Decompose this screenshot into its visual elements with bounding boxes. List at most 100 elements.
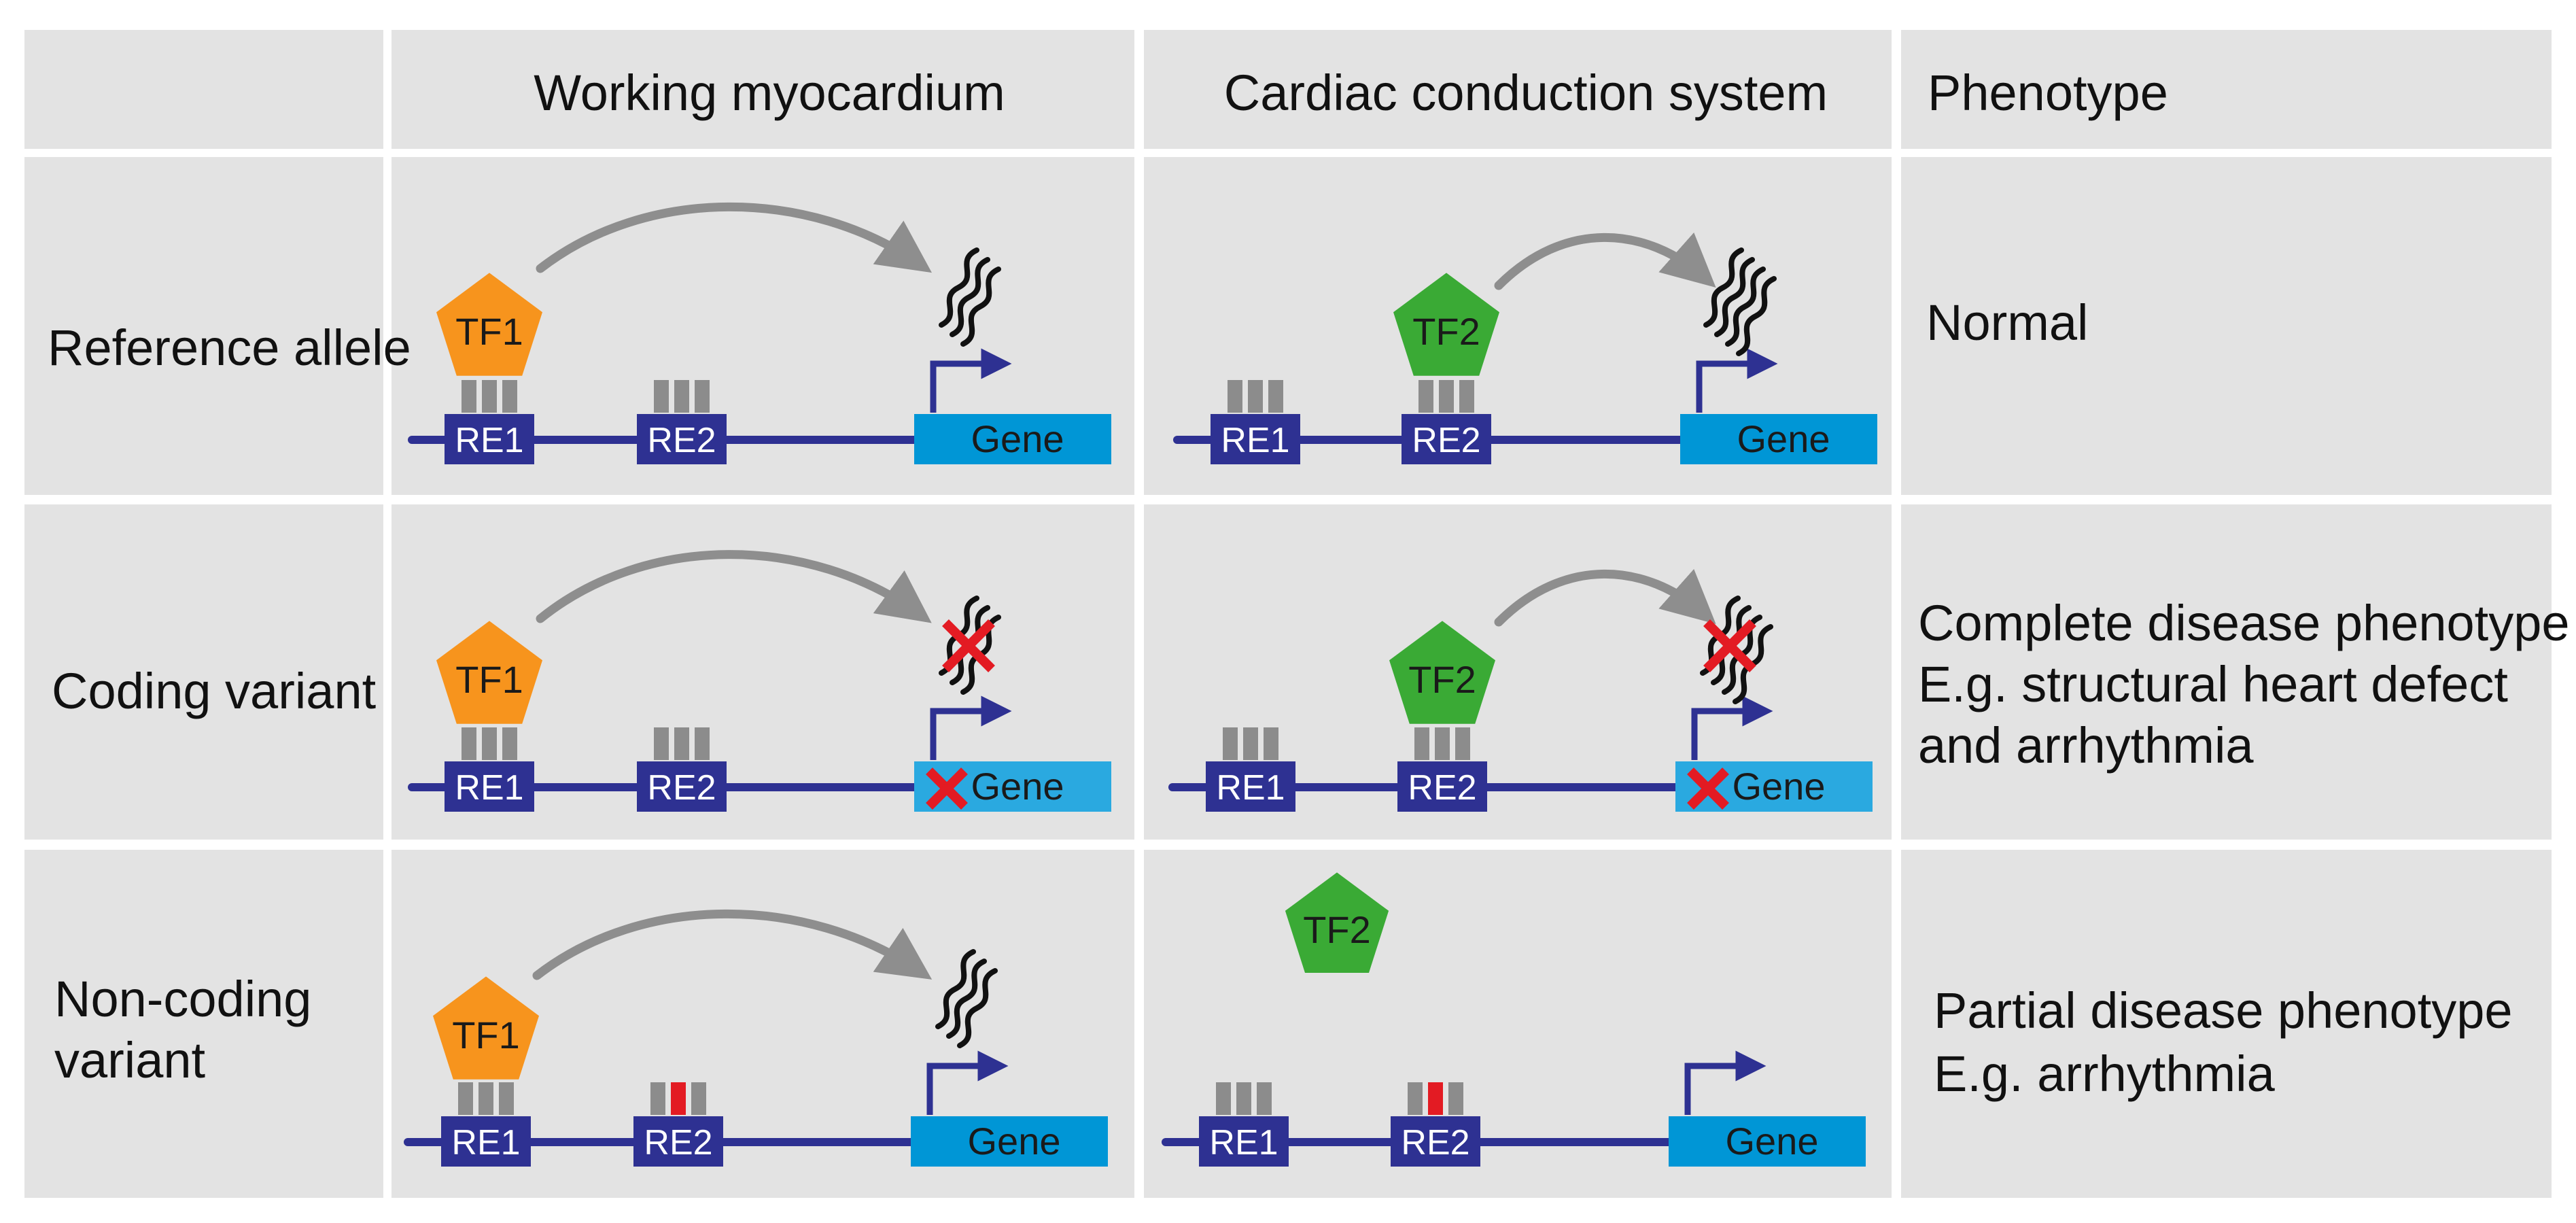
ref-conduction-re2-label: RE2 xyxy=(1412,421,1480,460)
noncoding-conduction-tf2-label: TF2 xyxy=(1303,908,1371,951)
ref-working-re1-site-2 xyxy=(482,380,497,413)
coding-working-re2-label: RE2 xyxy=(647,768,716,808)
ref-conduction-re1-site-3 xyxy=(1268,380,1283,413)
phenotype-partial-line2: E.g. arrhythmia xyxy=(1934,1046,2276,1102)
ref-conduction-mrna-strand-2 xyxy=(1714,257,1755,337)
noncoding-working-gene-label: Gene xyxy=(968,1120,1061,1162)
noncoding-conduction-re2-site-3 xyxy=(1448,1082,1463,1115)
noncoding-conduction-gene-label: Gene xyxy=(1726,1120,1819,1162)
phenotype-complete-line2: E.g. structural heart defect xyxy=(1918,656,2508,712)
coding-working-re1 xyxy=(445,761,534,812)
coding-conduction-re1-site-1 xyxy=(1223,727,1238,760)
noncoding-conduction-re1-site-3 xyxy=(1257,1082,1272,1115)
coding-conduction-re1-label: RE1 xyxy=(1216,768,1285,808)
coding-conduction-activation-arrow xyxy=(1494,568,1716,627)
noncoding-working-re2-site-1 xyxy=(650,1082,665,1115)
noncoding-working-tf1 xyxy=(433,976,539,1080)
panel-header-working xyxy=(391,30,1134,149)
noncoding-working-re1-site-3 xyxy=(499,1082,514,1115)
ref-working-gene-box xyxy=(914,414,1111,464)
ref-conduction-tf2-label: TF2 xyxy=(1412,310,1480,353)
ref-working-mrna-strand-1 xyxy=(939,247,979,328)
ref-conduction-re1-site-1 xyxy=(1228,380,1242,413)
ref-working-re2-site-3 xyxy=(695,380,710,413)
coding-working: Gene RE1 RE2 TF1 xyxy=(408,550,1111,812)
noncoding-working-activation-arrow xyxy=(532,909,933,980)
noncoding-conduction-tf2 xyxy=(1285,872,1389,973)
ref-conduction-re2 xyxy=(1402,414,1491,464)
noncoding-working-tf1-label: TF1 xyxy=(452,1014,520,1056)
coding-working-re2-site-2 xyxy=(674,727,689,760)
coding-working-gene-label: Gene xyxy=(971,765,1064,808)
ref-working-tf1 xyxy=(436,273,542,376)
ref-working-mrna-strand-2 xyxy=(950,257,990,337)
coding-conduction-re2 xyxy=(1397,761,1487,812)
row-label-coding: Coding variant xyxy=(52,663,377,719)
panel-row2-label xyxy=(24,504,383,840)
coding-conduction-re1-site-3 xyxy=(1264,727,1278,760)
panel-row1-phenotype xyxy=(1901,157,2552,495)
column-header-phenotype: Phenotype xyxy=(1928,65,2168,121)
column-header-conduction: Cardiac conduction system xyxy=(1224,65,1828,121)
panel-row1-label xyxy=(24,157,383,495)
ref-conduction-re2-site-2 xyxy=(1439,380,1454,413)
noncoding-conduction-re1-label: RE1 xyxy=(1209,1123,1278,1162)
coding-conduction-re2-site-2 xyxy=(1435,727,1450,760)
noncoding-working-mrna-strand-3 xyxy=(957,968,998,1048)
coding-conduction-tf2-label: TF2 xyxy=(1408,658,1476,701)
coding-working-re1-site-1 xyxy=(462,727,476,760)
ref-conduction-re1-label: RE1 xyxy=(1221,421,1289,460)
ref-working-mrna-strand-3 xyxy=(960,266,1001,347)
noncoding-conduction-re2-label: RE2 xyxy=(1401,1123,1469,1162)
noncoding-working-gene-box xyxy=(911,1116,1108,1167)
coding-conduction-re2-site-3 xyxy=(1455,727,1470,760)
coding-working-re1-site-3 xyxy=(502,727,517,760)
ref-working-activation-arrow xyxy=(536,202,933,273)
ref-conduction-tf2 xyxy=(1393,273,1499,376)
ref-conduction-mrna-strand-3 xyxy=(1725,266,1766,347)
ref-conduction-tss-arrow xyxy=(1696,348,1778,413)
coding-working-activation-arrow xyxy=(536,550,932,623)
ref-conduction-gene-label: Gene xyxy=(1737,417,1830,460)
ref-working-re2-site-2 xyxy=(674,380,689,413)
ref-conduction-activation-arrow xyxy=(1494,232,1716,290)
coding-working-re1-label: RE1 xyxy=(455,768,523,808)
row-label-noncoding-line2: variant xyxy=(54,1032,206,1088)
ref-conduction-re2-site-1 xyxy=(1418,380,1433,413)
coding-working-tf1-label: TF1 xyxy=(455,658,523,701)
coding-working-tss-arrow xyxy=(930,695,1012,760)
coding-conduction-re2-label: RE2 xyxy=(1408,768,1476,808)
ref-working-re2-label: RE2 xyxy=(647,421,716,460)
ref-working-re2-site-1 xyxy=(654,380,669,413)
panel-corner xyxy=(24,30,383,149)
row-label-noncoding-line1: Non-coding xyxy=(54,971,311,1027)
noncoding-working-re2-site-2 xyxy=(671,1082,686,1115)
noncoding-conduction-gene-box xyxy=(1669,1116,1866,1167)
noncoding-conduction-re2 xyxy=(1391,1116,1480,1167)
row-label-reference: Reference allele xyxy=(48,320,411,376)
coding-working-tf1 xyxy=(436,621,542,724)
ref-working-tf1-label: TF1 xyxy=(455,310,523,353)
ref-conduction-re2-site-3 xyxy=(1459,380,1474,413)
ref-conduction-gene-box xyxy=(1680,414,1877,464)
ref-conduction-re1-site-2 xyxy=(1248,380,1263,413)
ref-conduction: Gene RE1 RE2 TF2 xyxy=(1173,232,1877,464)
noncoding-conduction: Gene RE1 RE2 TF2 xyxy=(1162,872,1866,1167)
coding-working-mrna-blocked-x-stroke-b xyxy=(942,619,995,672)
noncoding-working-re1 xyxy=(441,1116,531,1167)
phenotype-complete-line3: and arrhythmia xyxy=(1918,717,2254,774)
noncoding-conduction-re1 xyxy=(1199,1116,1289,1167)
panel-row3-phenotype xyxy=(1901,850,2552,1198)
ref-working-gene-label: Gene xyxy=(971,417,1064,460)
noncoding-conduction-re2-site-1 xyxy=(1408,1082,1423,1115)
ref-working-tss-arrow xyxy=(930,348,1012,413)
coding-working-re2 xyxy=(637,761,727,812)
noncoding-working-mrna-strand-2 xyxy=(946,959,987,1039)
ref-working-re1-label: RE1 xyxy=(455,421,523,460)
noncoding-working-re2-site-3 xyxy=(691,1082,706,1115)
coding-working-re1-site-2 xyxy=(482,727,497,760)
noncoding-working-mrna-strand-1 xyxy=(935,949,976,1029)
